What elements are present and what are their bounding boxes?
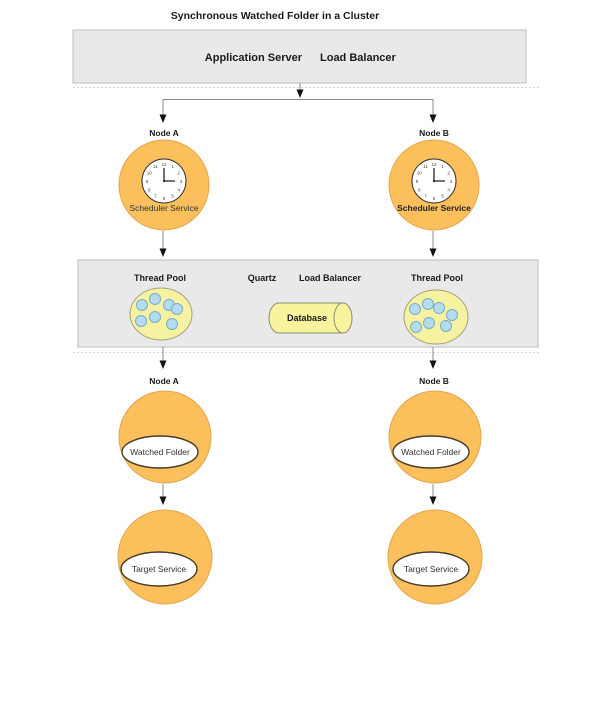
arrowhead-icon bbox=[429, 496, 437, 505]
thread-dot bbox=[423, 317, 435, 329]
thread-pool-left bbox=[129, 287, 193, 341]
worker-node-a: Node A Watched Folder Target Service bbox=[117, 376, 213, 605]
arrowhead-icon bbox=[159, 360, 167, 369]
database-cylinder: Database bbox=[268, 302, 353, 334]
load-balancer-label: Load Balancer bbox=[320, 52, 397, 64]
target-service-label: Target Service bbox=[132, 564, 187, 574]
diagram-title: Synchronous Watched Folder in a Cluster bbox=[171, 10, 379, 22]
clock-number: 10 bbox=[417, 170, 423, 175]
clock-number: 1 bbox=[441, 164, 444, 169]
arrowhead-icon bbox=[429, 114, 437, 123]
clock-number: 12 bbox=[431, 162, 437, 167]
band-to-workers-connectors bbox=[159, 347, 437, 369]
thread-dot bbox=[446, 309, 458, 321]
clock-number: 11 bbox=[153, 164, 158, 169]
clock-number: 7 bbox=[154, 194, 157, 199]
target-service-label: Target Service bbox=[404, 564, 459, 574]
clock-number: 4 bbox=[177, 187, 180, 192]
clock-number: 8 bbox=[148, 187, 151, 192]
node-b-label: Node B bbox=[419, 376, 449, 386]
clock-number: 1 bbox=[171, 164, 174, 169]
clock-number: 10 bbox=[147, 170, 153, 175]
thread-dot bbox=[433, 302, 445, 314]
watched-folder-oval bbox=[392, 435, 470, 469]
clock-icon: 12 1 2 3 4 5 6 7 8 9 10 11 bbox=[141, 158, 187, 204]
thread-pool-left-label: Thread Pool bbox=[134, 273, 186, 283]
clock-number: 6 bbox=[163, 196, 166, 201]
arrowhead-icon bbox=[159, 248, 167, 257]
clock-number: 8 bbox=[418, 187, 421, 192]
thread-pool-right bbox=[403, 289, 469, 345]
database-label: Database bbox=[287, 313, 327, 323]
thread-dot bbox=[410, 321, 422, 333]
watched-folder-oval bbox=[121, 435, 199, 469]
database-end-cap bbox=[333, 302, 353, 334]
app-server-panel bbox=[72, 29, 527, 84]
scheduler-service-label: Scheduler Service bbox=[130, 203, 199, 213]
thread-pool-right-label: Thread Pool bbox=[411, 273, 463, 283]
thread-dot bbox=[422, 298, 434, 310]
scheduler-to-band-connectors bbox=[159, 231, 437, 257]
quartz-band: Thread Pool Quartz Load Balancer Thread … bbox=[73, 259, 539, 353]
clock-number: 5 bbox=[171, 194, 174, 199]
clock-number: 11 bbox=[423, 164, 428, 169]
clock-number: 7 bbox=[424, 194, 427, 199]
target-service-oval bbox=[120, 551, 198, 587]
scheduler-node-b: Node B 12 1 2 3 4 5 6 7 8 9 10 11 Schedu… bbox=[388, 128, 480, 231]
watched-folder-label: Watched Folder bbox=[401, 447, 461, 457]
clock-number: 3 bbox=[180, 179, 183, 184]
clock-number: 12 bbox=[161, 162, 167, 167]
thread-pool-ellipse bbox=[129, 287, 193, 341]
thread-dot bbox=[171, 303, 183, 315]
target-service-oval bbox=[392, 551, 470, 587]
clock-number: 4 bbox=[447, 187, 450, 192]
clock-number: 9 bbox=[416, 179, 419, 184]
clock-number: 9 bbox=[146, 179, 149, 184]
arrowhead-icon bbox=[429, 248, 437, 257]
arrowhead-icon bbox=[159, 496, 167, 505]
scheduler-service-label: Scheduler Service bbox=[397, 203, 471, 213]
clock-number: 3 bbox=[450, 179, 453, 184]
arrowhead-icon bbox=[159, 114, 167, 123]
worker-node-b: Node B Watched Folder Target Service bbox=[387, 376, 483, 605]
clock-number: 2 bbox=[177, 170, 180, 175]
clock-center bbox=[162, 179, 166, 183]
band-load-balancer-label: Load Balancer bbox=[299, 273, 362, 283]
arrowhead-icon bbox=[429, 360, 437, 369]
app-server-box: Application Server Load Balancer bbox=[72, 29, 539, 88]
thread-dot bbox=[149, 293, 161, 305]
watched-folder-label: Watched Folder bbox=[130, 447, 190, 457]
thread-dot bbox=[166, 318, 178, 330]
arrowhead-icon bbox=[296, 89, 304, 98]
clock-center bbox=[432, 179, 436, 183]
thread-dot bbox=[409, 303, 421, 315]
thread-dot bbox=[440, 320, 452, 332]
quartz-label: Quartz bbox=[248, 273, 277, 283]
clock-number: 2 bbox=[447, 170, 450, 175]
clock-number: 5 bbox=[441, 194, 444, 199]
clock-icon: 12 1 2 3 4 5 6 7 8 9 10 11 bbox=[411, 158, 457, 204]
clock-number: 6 bbox=[433, 196, 436, 201]
thread-pool-ellipse bbox=[403, 289, 469, 345]
thread-dot bbox=[149, 311, 161, 323]
thread-dot bbox=[135, 315, 147, 327]
node-a-label: Node A bbox=[149, 376, 178, 386]
scheduler-node-a: Node A 12 1 2 3 4 5 6 7 8 9 10 11 Schedu… bbox=[118, 128, 210, 231]
node-a-label: Node A bbox=[149, 128, 178, 138]
database-body bbox=[268, 302, 342, 334]
thread-dot bbox=[136, 299, 148, 311]
app-to-nodes-connector bbox=[159, 83, 437, 123]
node-b-label: Node B bbox=[419, 128, 449, 138]
app-server-label: Application Server bbox=[205, 52, 303, 64]
